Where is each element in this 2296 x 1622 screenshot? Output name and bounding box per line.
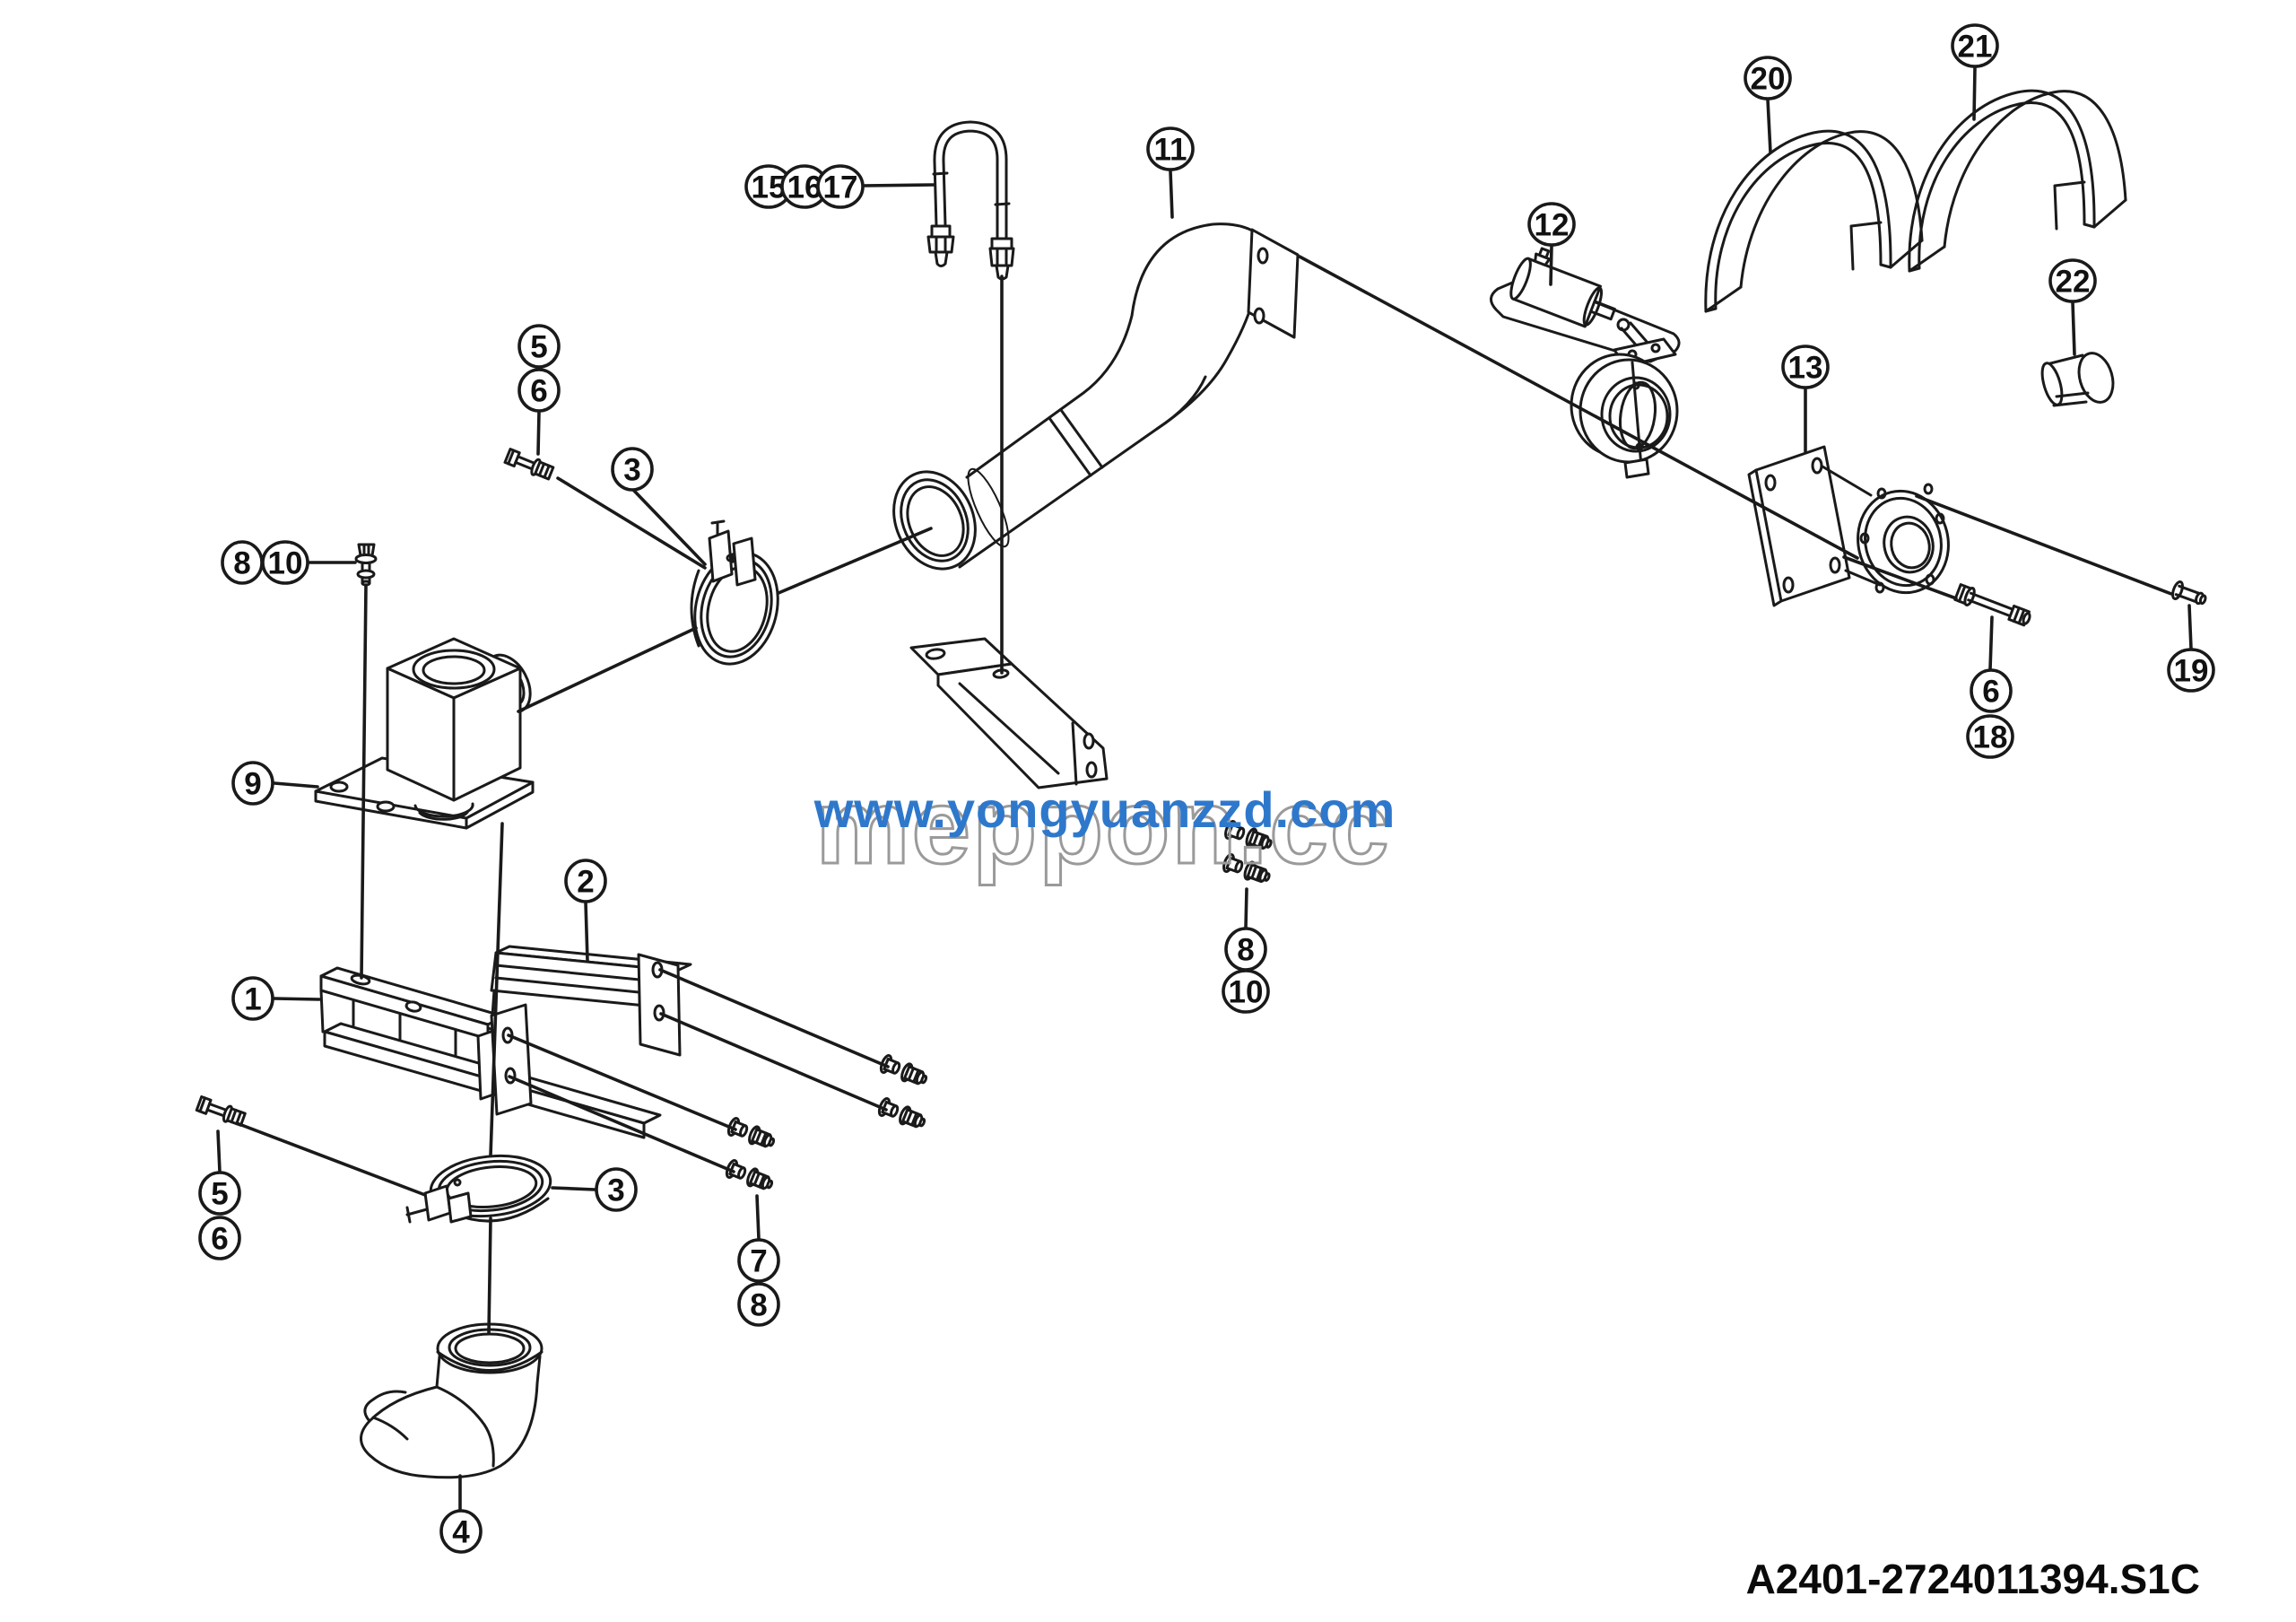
svg-text:19: 19: [2174, 654, 2209, 689]
bolt-5-6-upper: [503, 447, 556, 483]
svg-text:9: 9: [244, 767, 261, 802]
fastener-set: [725, 1115, 778, 1153]
svg-text:16: 16: [787, 170, 822, 205]
leader-lines: [216, 65, 2193, 1512]
svg-text:3: 3: [623, 453, 640, 488]
callout-20: 20: [1744, 56, 1792, 100]
v-clamp-lower: [405, 1154, 552, 1224]
callout-1: 1: [231, 976, 274, 1021]
callout-5: 5: [517, 324, 561, 369]
callout-18: 18: [1966, 714, 2014, 759]
fastener-set: [877, 1052, 931, 1090]
callout-13: 13: [1781, 344, 1830, 389]
end-cap: [2040, 352, 2115, 407]
svg-text:21: 21: [1958, 30, 1993, 65]
callout-11: 11: [1146, 126, 1195, 171]
callout-21: 21: [1951, 23, 1999, 68]
watermark-url-text: www.yongyuanzzd.com: [813, 781, 1396, 838]
svg-text:11: 11: [1154, 133, 1187, 168]
svg-text:6: 6: [530, 374, 547, 409]
callout-6: 6: [1970, 668, 2013, 713]
watermark-site-text: meppon.cc: [816, 768, 1391, 886]
callout-12: 12: [1527, 202, 1576, 247]
svg-text:4: 4: [452, 1515, 470, 1550]
connector-block: [314, 637, 535, 830]
callout-10: 10: [261, 540, 309, 585]
stud-8-10: [354, 543, 378, 587]
svg-text:10: 10: [268, 546, 303, 581]
svg-text:6: 6: [211, 1222, 228, 1257]
breather-hose: [926, 120, 1015, 281]
bolt-19: [2171, 580, 2207, 606]
svg-text:5: 5: [530, 330, 547, 365]
callout-8: 8: [221, 540, 264, 585]
exhaust-pipe: [892, 222, 1300, 571]
butterfly-valve: [1490, 247, 1681, 479]
svg-text:8: 8: [1237, 933, 1254, 968]
svg-text:7: 7: [750, 1244, 767, 1279]
callout-6: 6: [198, 1216, 241, 1260]
callout-5: 5: [198, 1171, 241, 1216]
svg-text:22: 22: [2056, 265, 2091, 300]
callout-8: 8: [1224, 927, 1267, 972]
callout-3: 3: [595, 1167, 638, 1212]
svg-text:5: 5: [211, 1177, 228, 1212]
callout-17: 17: [816, 164, 865, 209]
v-clamp-upper: [690, 519, 779, 666]
heat-shield-right: [1908, 89, 2127, 273]
callout-7: 7: [737, 1238, 780, 1283]
heat-shield-left: [1704, 129, 1924, 313]
svg-text:17: 17: [823, 170, 858, 205]
svg-text:13: 13: [1788, 351, 1823, 386]
callout-15: 15: [744, 164, 793, 209]
svg-text:10: 10: [1229, 975, 1264, 1010]
fastener-set: [723, 1157, 777, 1195]
svg-text:8: 8: [233, 546, 250, 581]
outlet-flange: [1747, 445, 1950, 607]
exhaust-elbow: [360, 1322, 544, 1479]
svg-text:2: 2: [577, 865, 594, 900]
bolt-6-18: [1952, 582, 2034, 630]
svg-text:3: 3: [607, 1173, 624, 1208]
drawing-number: A2401-2724011394.S1C: [1746, 1556, 2200, 1602]
callout-2: 2: [564, 859, 607, 903]
callout-10: 10: [1222, 969, 1270, 1014]
pipe-mount-bracket: [909, 637, 1109, 789]
callout-8: 8: [737, 1282, 780, 1327]
callout-6: 6: [517, 368, 561, 413]
svg-text:18: 18: [1973, 720, 2008, 755]
svg-text:6: 6: [1982, 675, 1999, 710]
callout-9: 9: [231, 761, 274, 806]
callout-4: 4: [439, 1509, 483, 1554]
svg-text:20: 20: [1751, 62, 1786, 97]
svg-text:1: 1: [244, 982, 261, 1017]
svg-text:15: 15: [752, 170, 787, 205]
callout-22: 22: [2048, 258, 2097, 303]
callout-19: 19: [2167, 648, 2215, 693]
fastener-set: [875, 1095, 929, 1133]
svg-text:8: 8: [750, 1288, 767, 1323]
support-bracket-arm: [476, 945, 692, 1116]
callout-3: 3: [611, 447, 654, 492]
svg-text:12: 12: [1535, 208, 1570, 243]
